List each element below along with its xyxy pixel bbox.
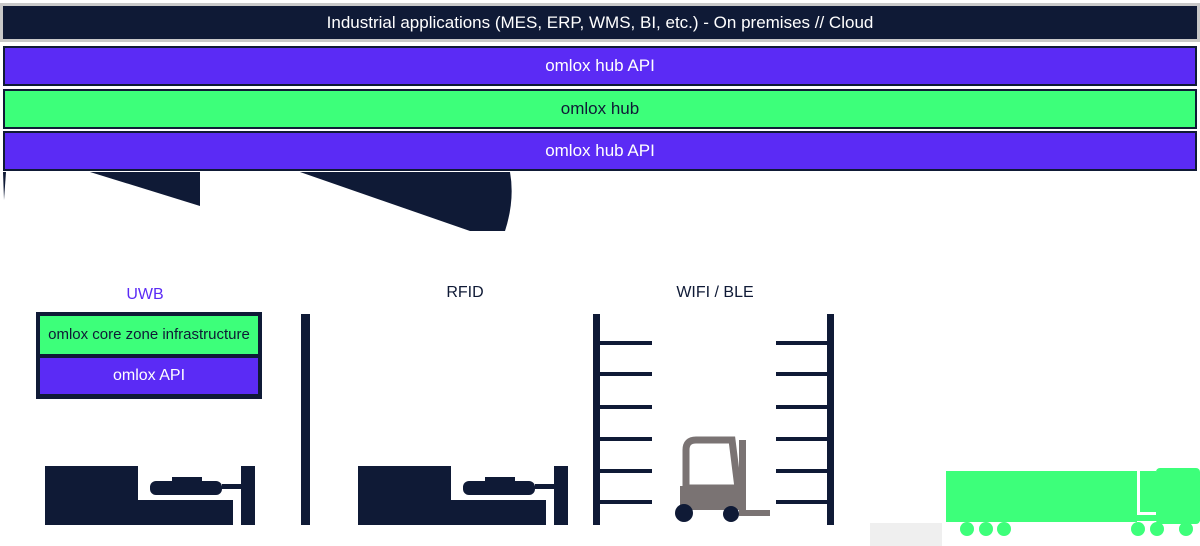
- omlox-hub-api-lower: omlox hub API: [3, 131, 1197, 171]
- wifi-ble-label: WIFI / BLE: [676, 284, 754, 301]
- rfid-label: RFID: [446, 284, 484, 301]
- connector-shape-mid: [90, 172, 200, 206]
- shelf-rack-icon: [776, 314, 834, 525]
- omlox-hub: omlox hub: [3, 89, 1197, 129]
- omlox-core-zone-box: omlox core zone infrastructure omlox API: [36, 312, 262, 399]
- omlox-core-zone-infrastructure: omlox core zone infrastructure: [40, 316, 258, 354]
- truck-icon: [946, 468, 1200, 536]
- omlox-hub-label: omlox hub: [560, 99, 640, 118]
- omlox-api: omlox API: [40, 358, 258, 394]
- omlox-hub-api-upper: omlox hub API: [3, 46, 1197, 86]
- connector-shape-left: [3, 172, 6, 200]
- uwb-label: UWB: [126, 286, 164, 303]
- industrial-applications-label: Industrial applications (MES, ERP, WMS, …: [326, 12, 874, 32]
- connector-shape-right: [300, 172, 512, 231]
- floor-block: [870, 523, 942, 546]
- conveyor-machine-icon: [45, 466, 255, 525]
- omlox-hub-api-lower-label: omlox hub API: [545, 141, 655, 160]
- shelf-rack-icon: [593, 314, 652, 525]
- industrial-applications-bar: Industrial applications (MES, ERP, WMS, …: [0, 3, 1200, 42]
- zone-divider: [301, 314, 310, 525]
- conveyor-machine-icon: [358, 466, 568, 525]
- omlox-hub-api-upper-label: omlox hub API: [545, 56, 655, 75]
- forklift-icon: [675, 436, 770, 522]
